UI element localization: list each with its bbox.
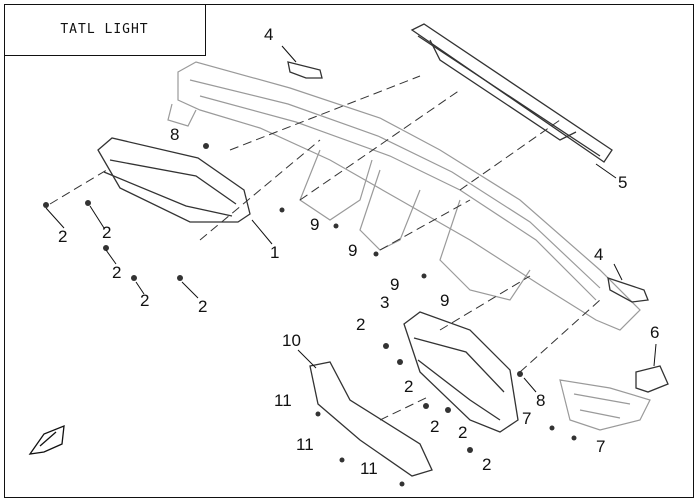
front-direction-icon — [28, 424, 65, 455]
callout-2-i: 2 — [458, 423, 467, 442]
part-1-left-tail-light — [97, 137, 251, 223]
bumper-bracket — [167, 61, 651, 431]
part-10-bracket-plate — [309, 361, 433, 477]
callout-3: 3 — [380, 293, 389, 312]
callout-2-a: 2 — [58, 227, 67, 246]
callout-2-e: 2 — [198, 297, 207, 316]
callout-4-b: 4 — [594, 245, 603, 264]
callout-9-b: 9 — [348, 241, 357, 260]
leader-lines — [45, 45, 657, 393]
callout-11-b: 11 — [296, 435, 314, 454]
part-3-right-tail-light — [403, 311, 519, 433]
callout-7-a: 7 — [522, 409, 531, 428]
assembly-lines — [49, 75, 601, 421]
callout-2-f: 2 — [356, 315, 365, 334]
callout-4-a: 4 — [264, 25, 273, 44]
callout-5: 5 — [618, 173, 627, 192]
part-4-reflectors — [287, 61, 649, 303]
callout-2-b: 2 — [102, 223, 111, 242]
part-5-light-bar — [410, 23, 613, 163]
callout-6: 6 — [650, 323, 659, 342]
callout-1: 1 — [270, 243, 279, 262]
callout-2-j: 2 — [482, 455, 491, 474]
title-box: TATL LIGHT — [4, 4, 206, 56]
callout-2-c: 2 — [112, 263, 121, 282]
callout-2-g: 2 — [404, 377, 413, 396]
callout-10: 10 — [282, 331, 301, 350]
callout-2-h: 2 — [430, 417, 439, 436]
callout-11-a: 11 — [274, 391, 292, 410]
part-6-license-lamp — [635, 365, 669, 393]
callout-7-b: 7 — [596, 437, 605, 456]
callout-11-c: 11 — [360, 459, 378, 478]
diagram-frame — [4, 4, 694, 498]
callout-9-a: 9 — [310, 215, 319, 234]
callout-9-c: 9 — [390, 275, 399, 294]
callout-9-d: 9 — [440, 291, 449, 310]
callout-8-a: 8 — [170, 125, 179, 144]
callout-labels: 1 2 2 2 2 2 2 2 2 2 2 2 3 4 4 5 6 7 7 8 … — [58, 25, 659, 478]
callout-8-b: 8 — [536, 391, 545, 410]
callout-2-d: 2 — [140, 291, 149, 310]
diagram-title: TATL LIGHT — [60, 22, 149, 37]
fasteners — [43, 143, 577, 487]
